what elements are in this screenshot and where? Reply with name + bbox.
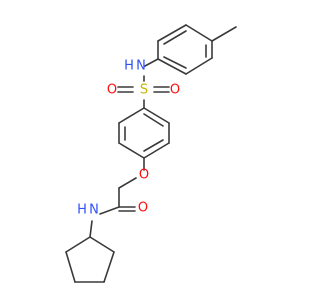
o-atom-label: O [107,83,117,98]
n-atom-label: N [136,59,146,74]
s-atom-label: S [140,83,148,98]
h-atom-label: H [124,59,134,74]
o-atom-label: O [139,168,149,183]
o-atom-label: O [170,83,180,98]
n-atom-label: N [89,203,99,218]
molecule-structure: H N O S O O O H N [65,24,237,283]
atom-labels: H N O S O O O H N [77,59,180,218]
bond-lines [65,24,237,283]
o-atom-label: O [138,201,148,216]
h-atom-label: H [77,203,87,218]
